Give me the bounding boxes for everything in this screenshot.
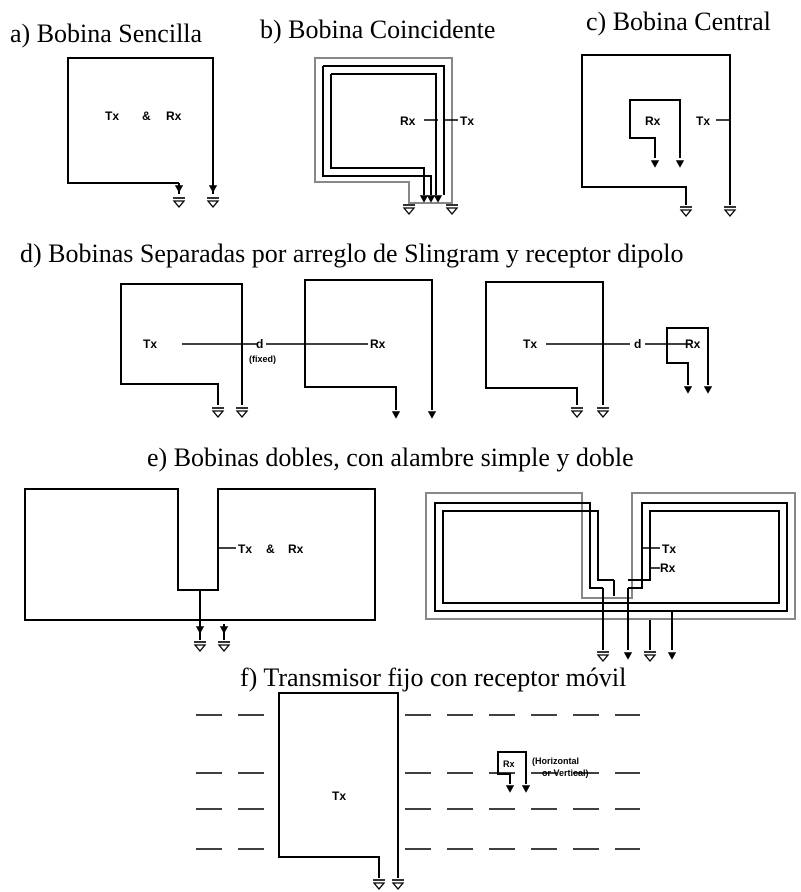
arrow-icon [195,626,205,634]
panel-e-double-coils: e) Bobinas dobles, con alambre simple y … [24,443,796,662]
panel-c-central-coil: c) Bobina Central Rx Tx [581,7,771,217]
ground-icon [402,204,416,215]
rx-label: Rx [400,114,416,128]
tx-label: Tx [105,109,119,123]
rx-label: Rx [685,337,701,351]
or-vertical-label: or Vertical) [542,768,589,778]
ground-icon [235,407,249,418]
tx-label: Tx [143,337,157,351]
panel-d-slingram: d) Bobinas Separadas por arreglo de Slin… [20,239,713,419]
arrow-icon [667,652,677,660]
ground-icon [217,641,231,652]
arrow-icon [623,652,633,660]
panel-b-coincident-coil: b) Bobina Coincidente Rx Tx [260,15,495,215]
central-rx-loop [629,99,681,158]
horizontal-label: (Horizontal [532,756,579,766]
caption-c: c) Bobina Central [586,7,771,36]
ground-icon [596,407,610,418]
arrow-icon [675,160,685,168]
arrow-icon [505,785,515,793]
ground-icon [172,197,186,208]
ground-icon [372,879,386,890]
arrow-icon [208,185,218,193]
outer-coil-loop [314,57,453,204]
slingram-tx-loop [120,283,243,405]
ground-icon [570,407,584,418]
tx-label: Tx [238,542,252,556]
arrow-icon [433,195,443,203]
ground-icon [206,197,220,208]
single-coil-loop [67,57,214,184]
fixed-label: (fixed) [249,354,276,364]
ground-icon [679,206,693,217]
arrow-icon [391,411,401,419]
caption-f: f) Transmisor fijo con receptor móvil [240,663,626,692]
rx-label: Rx [166,109,182,123]
ground-icon [211,407,225,418]
rx-label: Rx [503,759,515,769]
ground-icon [445,204,459,215]
arrow-icon [426,195,436,203]
slingram-rx-loop [304,279,433,410]
ground-icon [391,879,405,890]
tx-label: Tx [332,789,346,803]
ground-icon [643,651,657,662]
tx-label: Tx [662,542,676,556]
dipole-rx-loop [666,327,709,385]
ground-icon [193,641,207,652]
rx-label: Rx [370,337,386,351]
tx-label: Tx [460,114,474,128]
ground-icon [596,651,610,662]
tx-label: Tx [523,337,537,351]
dipole-tx-loop [485,281,604,405]
arrow-icon [427,411,437,419]
caption-a: a) Bobina Sencilla [10,19,203,48]
ground-icon [723,206,737,217]
distance-label: d [634,337,641,351]
arrow-icon [703,386,713,394]
rx-label: Rx [645,114,661,128]
panel-a-single-coil: a) Bobina Sencilla Tx & Rx [10,19,220,208]
mobile-rx-loop [497,751,527,784]
caption-e: e) Bobinas dobles, con alambre simple y … [147,443,634,472]
caption-b: b) Bobina Coincidente [260,15,495,44]
fixed-tx-loop [278,692,399,878]
arrow-icon [419,195,429,203]
and-label: & [266,542,275,556]
and-label: & [142,109,151,123]
caption-d: d) Bobinas Separadas por arreglo de Slin… [20,239,684,268]
rx-label: Rx [288,542,304,556]
arrow-icon [521,785,531,793]
panel-f-fixed-transmitter: f) Transmisor fijo con receptor móvil Tx… [196,663,640,890]
distance-label: d [256,337,263,351]
arrow-icon [219,626,229,634]
arrow-icon [683,386,693,394]
central-tx-loop [581,54,731,205]
arrow-icon [174,185,184,193]
arrow-icon [650,160,660,168]
rx-label: Rx [660,561,676,575]
tx-label: Tx [696,114,710,128]
double-coil-double-wire [425,492,796,620]
